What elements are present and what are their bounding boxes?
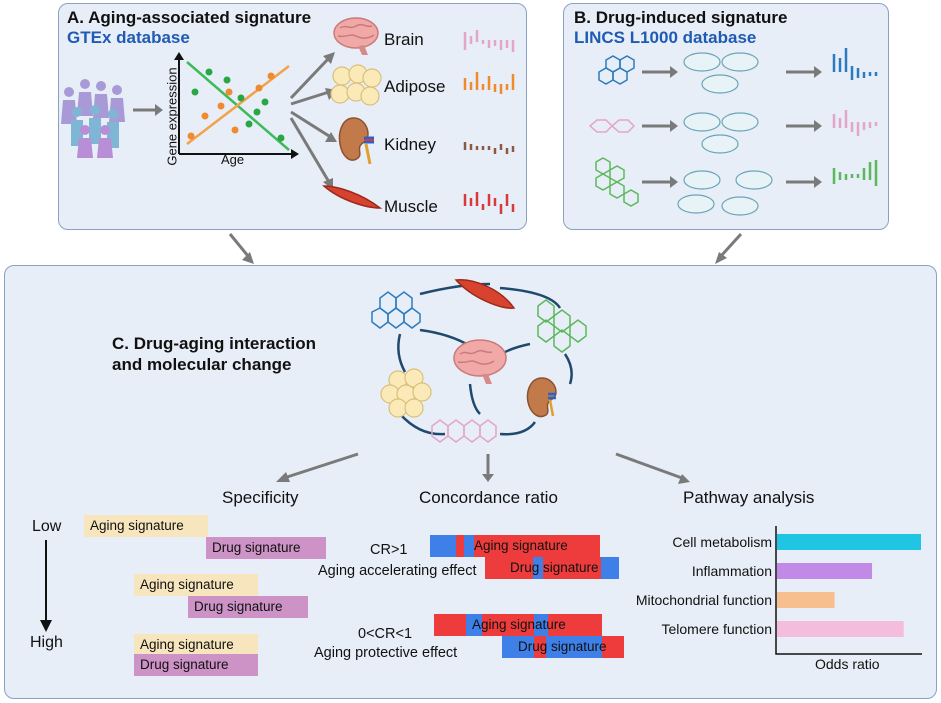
- cr2-drug-segment-red: [534, 636, 546, 658]
- pathway-bar: [777, 621, 904, 637]
- cr-between-label: 0<CR<1: [358, 626, 413, 642]
- specificity-high-drug-bar: Drug signature: [134, 654, 258, 676]
- concordance-heading: Concordance ratio: [419, 488, 558, 507]
- cr2-aging-segment-red: [434, 614, 466, 636]
- signature-adipose: [463, 72, 515, 94]
- gene-expression-age-plot: [174, 52, 299, 159]
- brain-icon: [333, 17, 379, 55]
- drug-row-blue: [598, 48, 878, 94]
- pathway-bar: [777, 563, 873, 579]
- panel-b-database: LINCS L1000 database: [574, 28, 757, 47]
- panel-a-database: GTEx database: [67, 28, 190, 47]
- pathway-bar: [777, 534, 921, 550]
- cr-greater-label: CR>1: [370, 542, 408, 558]
- pathway-bar-chart: Cell metabolismInflammationMitochondrial…: [636, 526, 922, 655]
- muscle-icon: [322, 185, 383, 209]
- specificity-mid-drug-bar: Drug signature: [188, 596, 308, 618]
- cr1-aging-segment-blue: [430, 535, 456, 557]
- pathway-label: Cell metabolism: [672, 534, 772, 550]
- signature-brain: [463, 30, 515, 52]
- panel-b-title: B. Drug-induced signature: [574, 8, 788, 27]
- cr2-aging-segment-red2: [482, 614, 534, 636]
- arrow-people-to-plot: [133, 104, 163, 116]
- drug-row-pink: [588, 110, 878, 154]
- cr2-drug-segment-blue2: [546, 636, 602, 658]
- specificity-low-drug-bar: Drug signature: [206, 537, 326, 559]
- plot-x-label: Age: [221, 152, 245, 167]
- cr1-drug-segment-blue: [533, 557, 543, 579]
- cr1-aging-segment-red2: [474, 535, 600, 557]
- adipose-icon: [330, 64, 382, 106]
- drug-row-green: [595, 157, 878, 216]
- high-label: High: [30, 634, 63, 651]
- specificity-arrow: [40, 540, 52, 632]
- arrow-b-to-c: [715, 232, 743, 264]
- accelerating-effect-label: Aging accelerating effect: [318, 563, 477, 579]
- pathway-bar: [777, 592, 835, 608]
- kidney-icon: [338, 117, 374, 165]
- specificity-high-aging-bar: Aging signature: [134, 634, 258, 656]
- cr1-aging-segment-blue2: [464, 535, 474, 557]
- organ-label-muscle: Muscle: [384, 197, 438, 216]
- cr1-aging-segment-red: [456, 535, 464, 557]
- cr2-drug-segment-red2: [602, 636, 624, 658]
- cr2-aging-label: Aging signature: [472, 617, 566, 632]
- pathway-x-label: Odds ratio: [815, 656, 880, 672]
- cr1-aging-label: Aging signature: [474, 538, 568, 553]
- pathway-axis: [775, 526, 922, 655]
- cr2-aging-segment-blue2: [534, 614, 548, 636]
- cr1-drug-segment-blue2: [601, 557, 619, 579]
- pathway-label: Telomere function: [661, 621, 772, 637]
- signature-kidney: [463, 142, 515, 154]
- people-group-icon: [61, 79, 125, 158]
- plot-y-label: Gene expression: [164, 67, 180, 166]
- panel-a-aging-signature: A. Aging-associated signature GTEx datab…: [58, 3, 527, 230]
- panel-a-title: A. Aging-associated signature: [67, 8, 312, 27]
- low-label: Low: [32, 518, 62, 535]
- pathway-label: Mitochondrial function: [636, 592, 772, 608]
- organ-label-kidney: Kidney: [384, 135, 436, 154]
- arrows-to-analyses: [276, 452, 690, 484]
- arrow-a-to-c: [228, 233, 254, 264]
- cr2-drug-label: Drug signature: [518, 639, 607, 654]
- specificity-heading: Specificity: [222, 488, 299, 507]
- cr1-drug-segment-red2: [543, 557, 601, 579]
- cr1-drug-segment-red: [485, 557, 533, 579]
- cr2-aging-segment-red3: [548, 614, 602, 636]
- organ-label-adipose: Adipose: [384, 77, 446, 96]
- pathway-label: Inflammation: [692, 563, 772, 579]
- specificity-low-aging-bar: Aging signature: [84, 515, 208, 537]
- protective-effect-label: Aging protective effect: [314, 645, 458, 661]
- specificity-mid-aging-bar: Aging signature: [134, 574, 258, 596]
- cr2-aging-segment-blue: [466, 614, 482, 636]
- signature-muscle: [463, 192, 515, 214]
- cr1-drug-label: Drug signature: [510, 560, 599, 575]
- panel-c-title-line2: and molecular change: [112, 355, 292, 374]
- pathway-heading: Pathway analysis: [683, 488, 815, 507]
- organ-label-brain: Brain: [384, 30, 424, 49]
- drug-aging-network: [371, 279, 587, 443]
- cr2-drug-segment-blue: [502, 636, 534, 658]
- panel-c-title-line1: C. Drug-aging interaction: [112, 334, 316, 353]
